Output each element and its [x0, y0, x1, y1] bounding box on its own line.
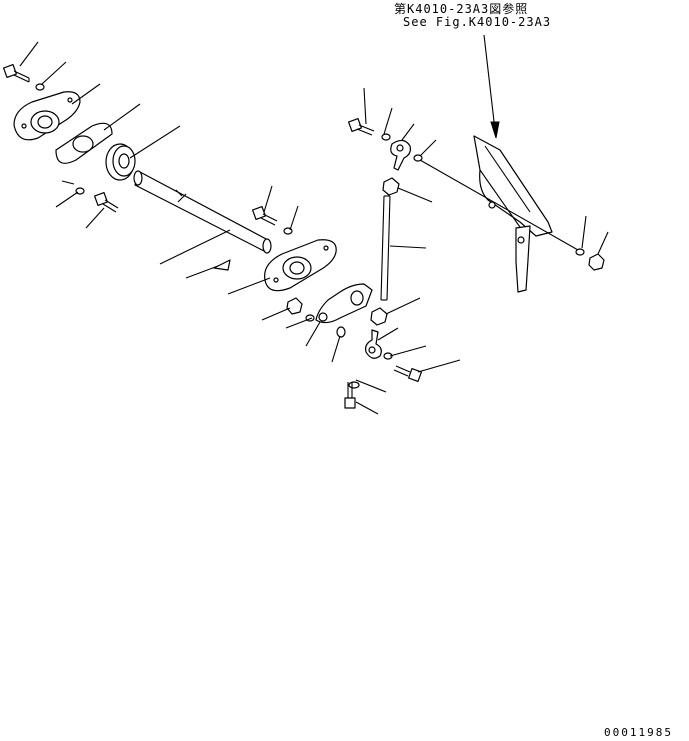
- drawing-number: 00011985: [604, 726, 673, 739]
- flange-bearing-right: [264, 239, 337, 292]
- leader-lines: [19, 41, 609, 415]
- reference-label-japanese: 第K4010-23A3図参照: [394, 2, 529, 16]
- bushing-left: [105, 143, 136, 181]
- link-rod: [380, 195, 391, 301]
- nut-lower-flange: [286, 297, 303, 315]
- rod-end-lower: [365, 329, 382, 359]
- pedal-assembly: [473, 135, 553, 293]
- bolt-lower-left: [93, 191, 119, 213]
- bolt-bottom: [344, 382, 356, 409]
- gasket-left: [55, 122, 113, 164]
- bolt-upper-left: [2, 63, 30, 83]
- cross-shaft: [133, 170, 272, 254]
- washer-upper-rod: [381, 133, 391, 141]
- reference-label-english: See Fig.K4010-23A3: [403, 15, 552, 29]
- rod-end-upper: [390, 139, 411, 171]
- washer-pedal: [575, 248, 585, 256]
- nut-rod-bottom: [370, 307, 388, 326]
- washer-bottom: [348, 381, 360, 389]
- bolt-hint-line: [61, 180, 75, 185]
- washer-lever: [336, 326, 346, 338]
- bolt-upper-rod: [347, 117, 375, 136]
- nut-pedal: [588, 253, 605, 271]
- bolt-lower-right: [393, 365, 423, 383]
- key: [213, 259, 231, 271]
- reference-arrow: [483, 34, 500, 139]
- flange-bearing-left: [13, 91, 81, 141]
- washer-pedal-link: [413, 154, 423, 162]
- lever-arm: [315, 283, 373, 324]
- washer-upper-left: [35, 83, 45, 91]
- nut-rod-top: [382, 177, 400, 196]
